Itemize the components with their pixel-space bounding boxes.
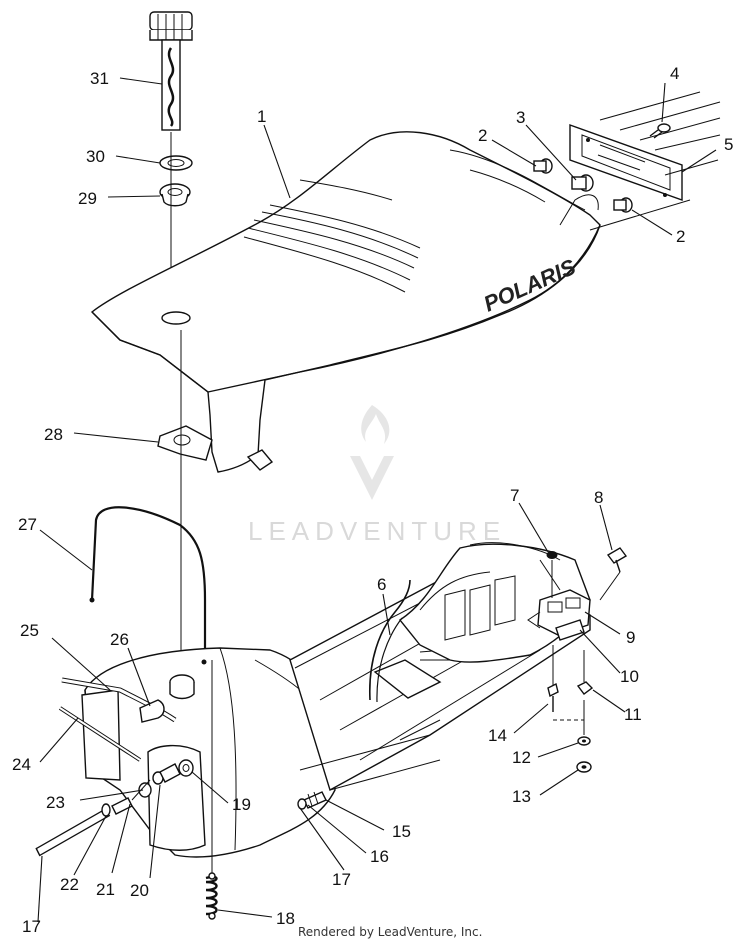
callout-3: 3 — [516, 108, 525, 127]
callout-10: 10 — [620, 667, 639, 686]
callout-12: 12 — [512, 748, 531, 767]
part-29-grommet — [159, 183, 191, 207]
part-2-rivet-upper — [533, 158, 553, 174]
part-12-washer — [577, 736, 591, 746]
callout-9: 9 — [626, 628, 635, 647]
part-17-fuel-line — [35, 808, 111, 857]
callout-23: 23 — [46, 793, 65, 812]
part-10-bracket — [555, 619, 585, 641]
part-14-bolt — [547, 645, 559, 712]
part-6-cable — [369, 579, 411, 703]
callout-25: 25 — [20, 621, 39, 640]
callout-7: 7 — [510, 486, 519, 505]
part-19-fitting — [178, 759, 194, 777]
part-3-rivet — [571, 174, 594, 192]
part-23-fitting — [131, 779, 152, 801]
part-8-connector — [599, 547, 628, 601]
leader-lines — [37, 77, 717, 923]
callout-5: 5 — [724, 135, 733, 154]
part-22-hose-clamp — [101, 803, 111, 817]
callout-15: 15 — [392, 822, 411, 841]
part-27-vent-hose — [89, 506, 207, 665]
callout-31: 31 — [90, 69, 109, 88]
callout-13: 13 — [512, 787, 531, 806]
callout-20: 20 — [130, 881, 149, 900]
callout-21: 21 — [96, 880, 115, 899]
callout-17-left: 17 — [22, 917, 41, 936]
part-4-screw — [649, 123, 671, 139]
callout-2-upper: 2 — [478, 126, 487, 145]
callout-22: 22 — [60, 875, 79, 894]
part-11-nut — [576, 650, 594, 695]
callout-18: 18 — [276, 909, 295, 928]
callout-17-right: 17 — [332, 870, 351, 889]
callout-2-lower: 2 — [676, 227, 685, 246]
part-28-gasket — [157, 425, 213, 461]
callout-19: 19 — [232, 795, 251, 814]
callouts: 31 30 29 1 2 3 4 5 2 28 27 6 7 8 9 10 11… — [12, 64, 733, 936]
part-7-nut — [546, 551, 558, 598]
callout-1: 1 — [257, 107, 266, 126]
callout-24: 24 — [12, 755, 31, 774]
part-16-clamp — [297, 798, 307, 810]
callout-26: 26 — [110, 630, 129, 649]
watermark-text: LEADVENTURE — [248, 516, 506, 546]
part-2-rivet-lower — [613, 197, 633, 213]
part-24-line — [58, 706, 142, 762]
watermark: LEADVENTURE — [248, 405, 506, 546]
part-25-line — [61, 677, 177, 723]
callout-14: 14 — [488, 726, 507, 745]
part-31-fuel-cap — [149, 11, 193, 131]
part-5-plate — [569, 91, 721, 231]
callout-29: 29 — [78, 189, 97, 208]
callout-30: 30 — [86, 147, 105, 166]
part-18-spring — [205, 660, 218, 920]
callout-4: 4 — [670, 64, 679, 83]
callout-11: 11 — [624, 705, 642, 724]
callout-6: 6 — [377, 575, 386, 594]
footer-credit: Rendered by LeadVenture, Inc. — [298, 925, 482, 939]
callout-27: 27 — [18, 515, 37, 534]
part-13-nut — [576, 761, 592, 773]
callout-16: 16 — [370, 847, 389, 866]
part-21-fitting — [111, 797, 133, 815]
part-1-seat-cover — [90, 131, 601, 473]
part-30-washer — [159, 155, 193, 171]
part-20-valve — [152, 763, 181, 785]
part-26-clip — [139, 699, 165, 723]
rear-housing — [398, 542, 591, 663]
callout-8: 8 — [594, 488, 603, 507]
callout-28: 28 — [44, 425, 63, 444]
